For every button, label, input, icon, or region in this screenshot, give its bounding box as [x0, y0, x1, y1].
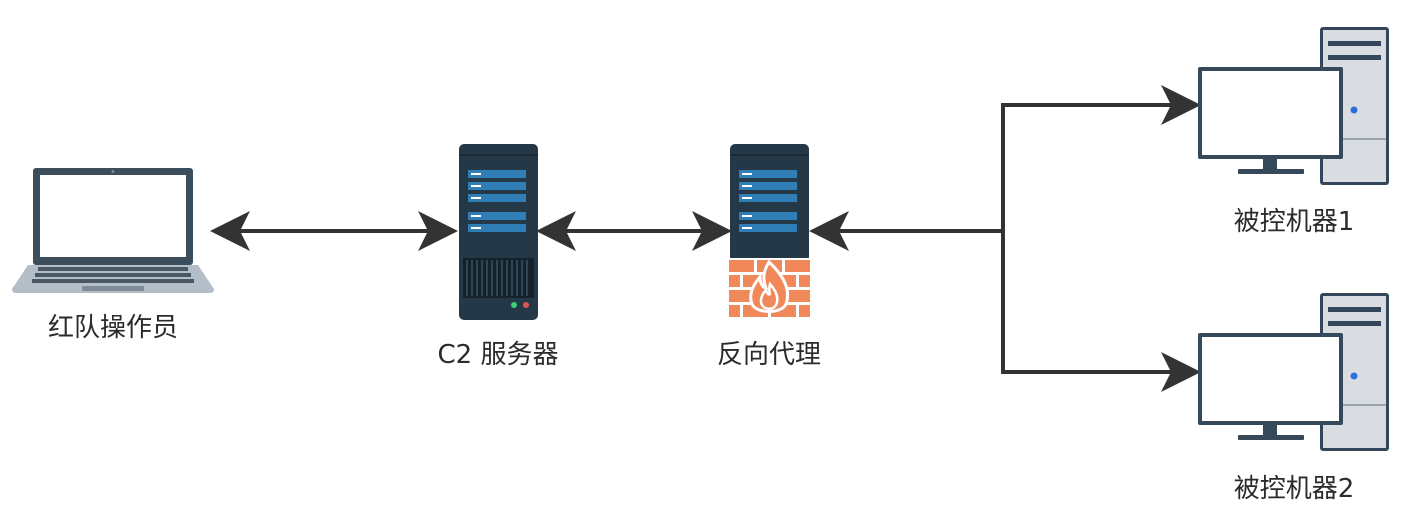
desktop-computer-icon: [1198, 293, 1389, 451]
target-2-label: 被控机器2: [1234, 474, 1355, 504]
target-1-label: 被控机器1: [1234, 207, 1355, 237]
reverse-proxy-label: 反向代理: [717, 340, 821, 370]
connector-junction-target-1: [1001, 85, 1201, 231]
connector-junction-target-2: [1001, 231, 1201, 392]
desktop-computer-icon: [1198, 27, 1389, 185]
server-tower-icon: [459, 144, 538, 320]
firewall-server-icon: [728, 144, 811, 318]
connectors: [210, 85, 1201, 392]
laptop-icon: [12, 168, 214, 293]
c2-server-label: C2 服务器: [438, 340, 559, 370]
operator-label: 红队操作员: [48, 313, 178, 343]
